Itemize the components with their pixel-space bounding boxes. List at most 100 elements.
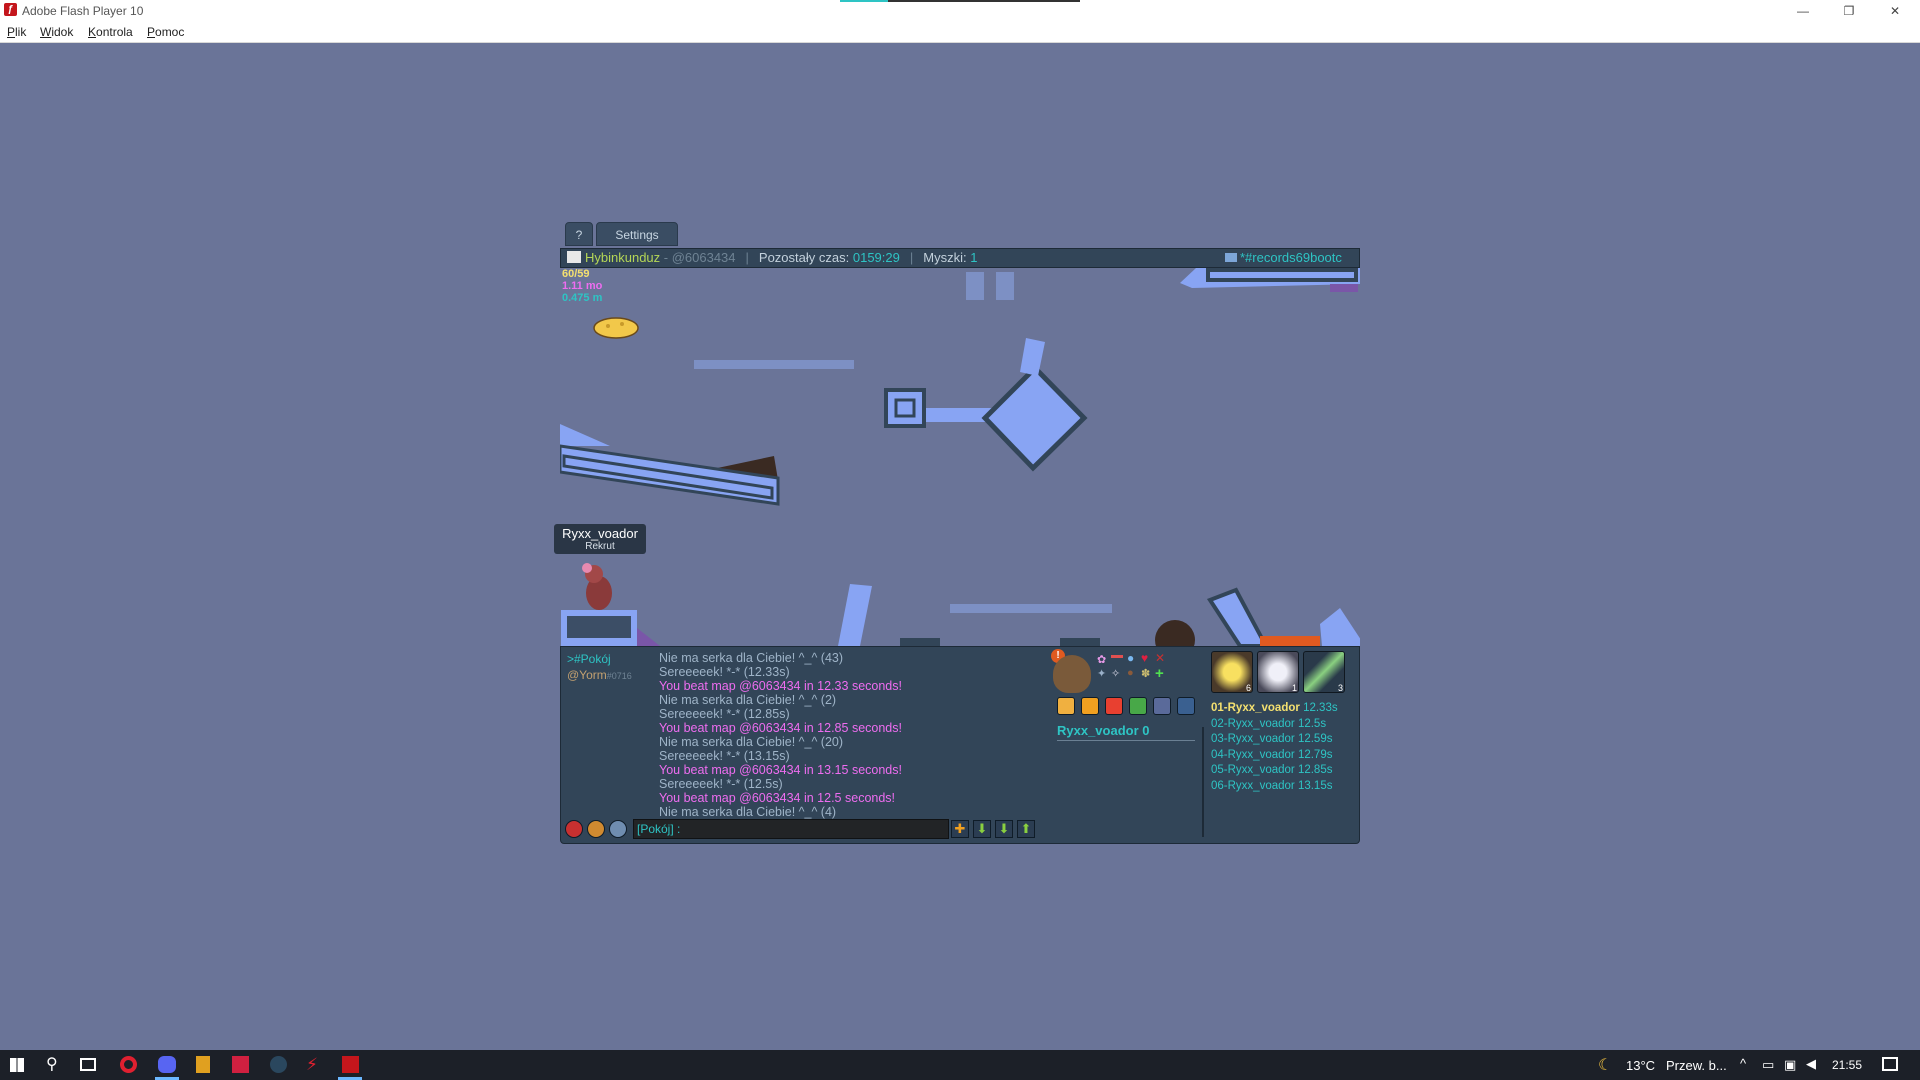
- flash-app-icon[interactable]: ⚡: [306, 1055, 318, 1074]
- menu-kontrola[interactable]: Kontrola: [88, 25, 133, 39]
- chat-input[interactable]: [Pokój] :: [633, 819, 949, 839]
- monitor-icon[interactable]: ▣: [1784, 1057, 1797, 1072]
- channel-user-tag: #0716: [606, 671, 632, 681]
- chevron-up-icon[interactable]: ^: [1740, 1056, 1747, 1071]
- clock[interactable]: 21:55: [1832, 1058, 1863, 1072]
- item-icon[interactable]: ✿: [1097, 654, 1107, 666]
- taskbar: ⚲ ⚡ ☾ 13°C Przew. b... ^ ▭ ▣ ◀ 21:55: [0, 1050, 1920, 1080]
- platform: [950, 604, 1112, 613]
- window-titlebar: ƒ Adobe Flash Player 10 — ❐ ✕: [0, 0, 1920, 22]
- chat-icon[interactable]: [1129, 697, 1147, 715]
- record-time: 12.5s: [1297, 717, 1327, 730]
- map-author[interactable]: Hybinkunduz: [585, 250, 661, 265]
- fullscreen-icon[interactable]: [1177, 697, 1195, 715]
- stat-speed: 1.11 mo: [562, 280, 603, 292]
- search-icon[interactable]: ⚲: [46, 1056, 58, 1073]
- window-title: Adobe Flash Player 10: [22, 4, 144, 18]
- flash-player-icon[interactable]: [342, 1056, 359, 1073]
- room-name[interactable]: *#records69bootc: [1240, 250, 1342, 265]
- platform: [694, 360, 854, 369]
- platform: [560, 424, 610, 446]
- flag-icon: [567, 251, 581, 263]
- mouse-shop-icon[interactable]: [1053, 655, 1091, 693]
- minimize-button[interactable]: —: [1797, 4, 1809, 18]
- menu-pomoc[interactable]: Pomoc: [147, 25, 185, 39]
- platform: [884, 388, 926, 428]
- chat-line: You beat map @6063434 in 13.15 seconds!: [659, 763, 902, 777]
- record-rank: 05-Ryxx_voador: [1211, 764, 1295, 776]
- shop-icon[interactable]: [1057, 697, 1075, 715]
- notifications-icon[interactable]: [1882, 1057, 1898, 1071]
- weather-text[interactable]: Przew. b...: [1666, 1058, 1727, 1073]
- steam-icon[interactable]: [270, 1056, 287, 1073]
- app-icon[interactable]: [232, 1056, 249, 1073]
- heart-icon[interactable]: [565, 820, 583, 838]
- platform: [1320, 608, 1360, 646]
- record-time: 13.15s: [1297, 779, 1333, 792]
- gift-icon[interactable]: [1105, 697, 1123, 715]
- arrow-down-icon[interactable]: ⬇: [973, 820, 991, 838]
- menu-plik[interactable]: Plik: [7, 25, 27, 39]
- network-icon[interactable]: ▭: [1762, 1057, 1775, 1072]
- records-list: 01-Ryxx_voador 12.33s 02-Ryxx_voador 12.…: [1211, 701, 1338, 794]
- discord-icon[interactable]: [158, 1056, 176, 1073]
- mouse-avatar[interactable]: [582, 563, 592, 573]
- platform: [567, 616, 631, 638]
- arrow-down-icon[interactable]: ⬇: [995, 820, 1013, 838]
- sun-badge-icon[interactable]: 6: [1211, 651, 1253, 693]
- platform: [1060, 638, 1100, 646]
- chat-line: You beat map @6063434 in 12.85 seconds!: [659, 721, 902, 735]
- discord-icon[interactable]: [1153, 697, 1171, 715]
- app-icon[interactable]: [196, 1056, 210, 1073]
- item-icon[interactable]: ●: [1127, 667, 1134, 679]
- chat-line: Sereeeeek! *-* (12.33s): [659, 665, 790, 679]
- chat-line: Sereeeeek! *-* (12.85s): [659, 707, 790, 721]
- list-icon[interactable]: [1081, 697, 1099, 715]
- stats-overlay: 60/59 1.11 mo 0.475 m: [562, 268, 602, 304]
- mouse-avatar[interactable]: [586, 576, 612, 610]
- help-tab[interactable]: ?: [565, 222, 593, 246]
- syringe-badge-icon[interactable]: 3: [1303, 651, 1345, 693]
- tribe-icon[interactable]: [587, 820, 605, 838]
- close-icon[interactable]: ✕: [1155, 651, 1166, 665]
- record-time: 12.79s: [1297, 748, 1333, 761]
- plus-icon[interactable]: +: [1155, 665, 1164, 682]
- time-label: Pozostały czas:: [758, 250, 850, 265]
- friends-icon[interactable]: [609, 820, 627, 838]
- channel-list: >#Pokój @Yorm#0716: [567, 651, 632, 684]
- item-icon[interactable]: [1111, 655, 1123, 658]
- menubar: Plik Widok Kontrola Pomoc: [0, 22, 1920, 43]
- channel-room[interactable]: >#Pokój: [567, 652, 611, 666]
- player-name: Ryxx_voador: [562, 526, 638, 541]
- platform: [1206, 268, 1358, 282]
- item-icon[interactable]: ✧: [1111, 668, 1121, 680]
- channel-user[interactable]: @Yorm#0716: [567, 667, 632, 684]
- weather-temp[interactable]: 13°C: [1626, 1058, 1656, 1073]
- item-icon[interactable]: ✦: [1097, 668, 1107, 680]
- close-button[interactable]: ✕: [1889, 4, 1901, 18]
- heart-icon[interactable]: ♥: [1141, 651, 1149, 665]
- task-view-icon[interactable]: [80, 1058, 96, 1071]
- chat-log: Nie ma serka dla Ciebie! ^_^ (43) Sereee…: [659, 651, 1049, 819]
- opera-icon[interactable]: [120, 1056, 137, 1073]
- cheese-icon: [606, 324, 610, 328]
- item-icon[interactable]: ✽: [1141, 668, 1151, 680]
- plus-icon[interactable]: ✚: [951, 820, 969, 838]
- record-row: 04-Ryxx_voador 12.79s: [1211, 748, 1338, 764]
- chat-line: Sereeeeek! *-* (13.15s): [659, 749, 790, 763]
- platform: [1020, 338, 1045, 376]
- water-icon[interactable]: ●: [1127, 651, 1135, 665]
- game-area[interactable]: ? Settings: [554, 222, 1360, 848]
- record-row: 02-Ryxx_voador 12.5s: [1211, 717, 1338, 733]
- chat-line: You beat map @6063434 in 12.5 seconds!: [659, 791, 896, 805]
- arrow-up-icon[interactable]: ⬆: [1017, 820, 1035, 838]
- restore-button[interactable]: ❐: [1843, 4, 1855, 18]
- bunny-badge-icon[interactable]: 1: [1257, 651, 1299, 693]
- settings-tab[interactable]: Settings: [596, 222, 678, 246]
- windows-start-icon[interactable]: [10, 1058, 24, 1072]
- divider: [1202, 727, 1204, 837]
- volume-icon[interactable]: ◀: [1806, 1056, 1816, 1071]
- map-info-bar: Hybinkunduz - @6063434|Pozostały czas: 0…: [560, 248, 1360, 268]
- chat-input-row: [Pokój] : ✚ ⬇ ⬇ ⬆: [563, 818, 1043, 840]
- menu-widok[interactable]: Widok: [40, 25, 74, 39]
